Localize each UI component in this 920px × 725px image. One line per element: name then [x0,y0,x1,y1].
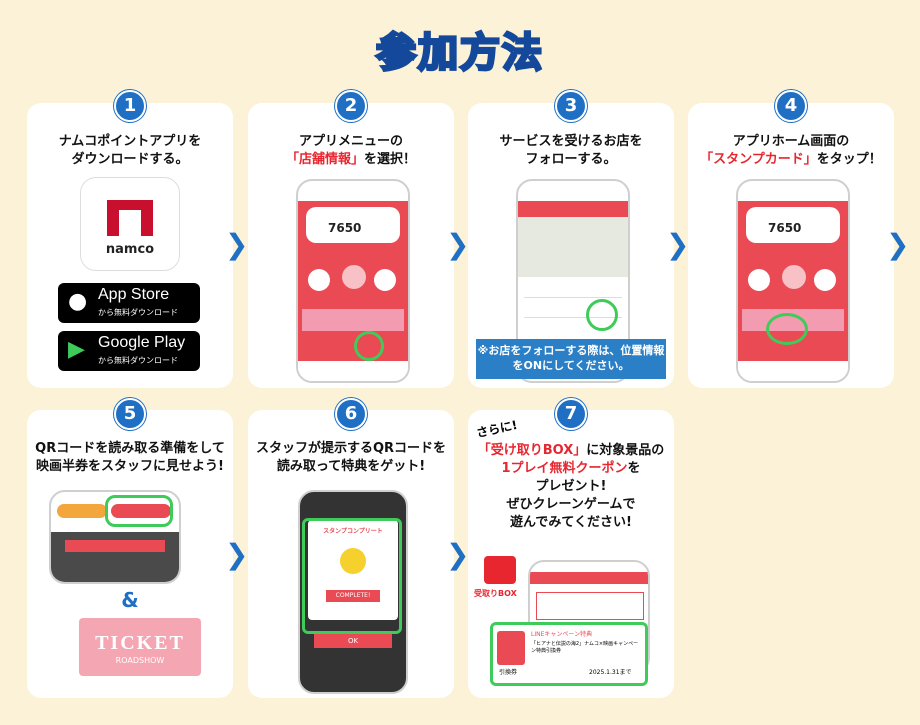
highlight-ring [354,331,384,361]
step-6-text: スタッフが提示するQRコードを 読み取って特典をゲット! [255,441,447,474]
step-2-text: アプリメニューの 「店舗情報」を選択！ [285,134,417,167]
namco-app-icon[interactable]: namco [80,177,180,271]
step-7-pre: さらに! [475,417,519,441]
ok-button[interactable]: OK [314,634,392,648]
namco-logo-text: namco [105,242,155,257]
highlight-ring [105,495,173,527]
app-store-badge[interactable]: ● App Store から無料ダウンロード [58,283,200,323]
step-number-4: 4 [775,90,807,122]
chevron-right-icon: ❯ [666,228,690,261]
step-card-4: アプリホーム画面の 「スタンプカード」をタップ！ 7650 [688,103,894,388]
chevron-right-icon: ❯ [446,228,470,261]
step-3-text: サービスを受けるお店を フォローする。 [499,134,643,167]
chevron-right-icon: ❯ [446,538,470,571]
movie-ticket: TICKET ROADSHOW [79,618,201,676]
coupon-card[interactable]: 引換券 LINEキャンペーン特典 「ヒアナと伝説の海2」ナムコ×映画キャンペーン… [490,622,648,686]
chevron-right-icon: ❯ [886,228,910,261]
step-card-3: サービスを受けるお店を フォローする。 ※お店をフォローする際は、位置情報をON… [468,103,674,388]
chevron-right-icon: ❯ [225,228,249,261]
coupon-icon [497,631,525,665]
step-1-text: ナムコポイントアプリを ダウンロードする。 [58,134,202,167]
gift-box-label: 受取りBOX [474,589,517,598]
step-number-7: 7 [555,398,587,430]
step-card-6: スタッフが提示するQRコードを 読み取って特典をゲット! スタンプコンプリート … [248,410,454,698]
step-4-text: アプリホーム画面の 「スタンプカード」をタップ！ [700,134,882,167]
step-card-2: アプリメニューの 「店舗情報」を選択！ 7650 [248,103,454,388]
highlight-ring [586,299,618,331]
step-number-6: 6 [335,398,367,430]
chevron-right-icon: ❯ [225,538,249,571]
step-card-5: QRコードを読み取る準備をして 映画半券をスタッフに見せよう! & TICKET… [27,410,233,698]
phone-mockup: スタンプコンプリート COMPLETE! OK [298,490,408,694]
page-title: 参加方法 [375,29,544,78]
step-card-1: ナムコポイントアプリを ダウンロードする。 namco ● App Store … [27,103,233,388]
location-note: ※お店をフォローする際は、位置情報をONにしてください。 [476,339,666,379]
phone-mockup: 7650 [736,179,850,383]
gift-box-icon [484,556,516,584]
complete-badge: COMPLETE! [326,590,380,602]
and-symbol: & [121,588,139,612]
points-value: 7650 [328,221,362,235]
google-play-icon: ▶ [68,337,85,362]
highlight-ring [302,518,402,634]
step-card-7: さらに! 「受け取りBOX」に対象景品の 1プレイ無料クーポンを プレゼント! … [468,410,674,698]
points-value: 7650 [768,221,802,235]
map-area [518,217,628,277]
phone-mockup: 7650 [296,179,410,383]
step-number-5: 5 [114,398,146,430]
pacman-icon [340,548,366,574]
apple-icon: ● [68,289,88,314]
highlight-ring [766,313,808,345]
phone-mockup [49,490,181,584]
step-number-1: 1 [114,90,146,122]
step-number-2: 2 [335,90,367,122]
step-7-text: 「受け取りBOX」に対象景品の 1プレイ無料クーポンを プレゼント! ぜひクレー… [477,443,665,530]
step-5-text: QRコードを読み取る準備をして 映画半券をスタッフに見せよう! [35,441,225,474]
step-number-3: 3 [555,90,587,122]
google-play-badge[interactable]: ▶ Google Play から無料ダウンロード [58,331,200,371]
